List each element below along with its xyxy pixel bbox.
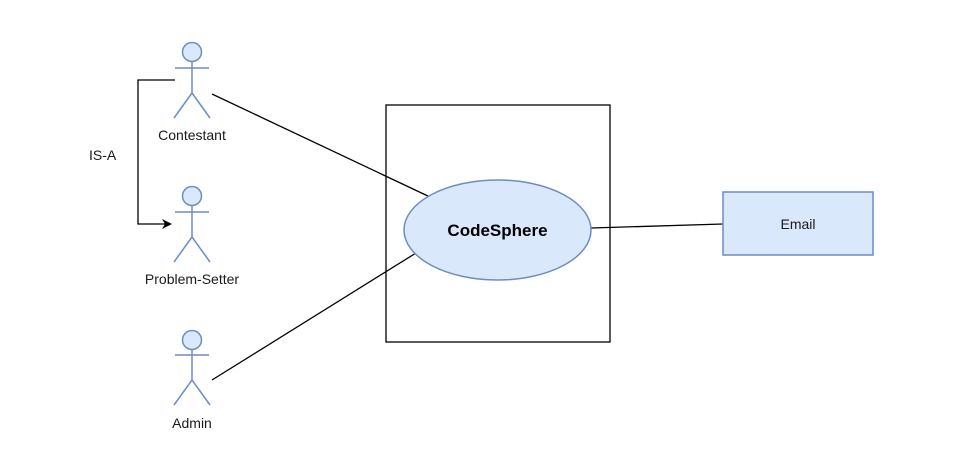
association-contestant-codesphere	[211, 93, 431, 198]
admin-label: Admin	[172, 415, 212, 431]
is-a-label: IS-A	[89, 147, 117, 163]
is-a-connector	[137, 79, 175, 229]
codesphere-label: CodeSphere	[447, 221, 547, 240]
actor-admin[interactable]	[173, 329, 211, 406]
actor-contestant[interactable]	[173, 41, 211, 119]
problem-setter-label: Problem-Setter	[145, 271, 239, 287]
problem-setter-head	[181, 185, 203, 207]
association-admin-codesphere	[211, 252, 417, 381]
email-label: Email	[780, 216, 815, 232]
contestant-left-leg	[173, 92, 193, 119]
problem-setter-left-leg	[173, 236, 193, 263]
contestant-label: Contestant	[158, 127, 226, 143]
codesphere-use-case[interactable]	[403, 179, 592, 281]
contestant-right-leg	[191, 92, 211, 119]
admin-right-leg	[191, 379, 211, 406]
admin-left-leg	[173, 379, 193, 406]
actor-problem-setter[interactable]	[173, 185, 211, 263]
email-box[interactable]	[722, 191, 874, 256]
association-codesphere-email	[590, 223, 724, 229]
admin-head	[181, 329, 203, 351]
system-boundary	[385, 104, 611, 343]
problem-setter-right-leg	[191, 236, 211, 263]
contestant-head	[181, 41, 203, 63]
